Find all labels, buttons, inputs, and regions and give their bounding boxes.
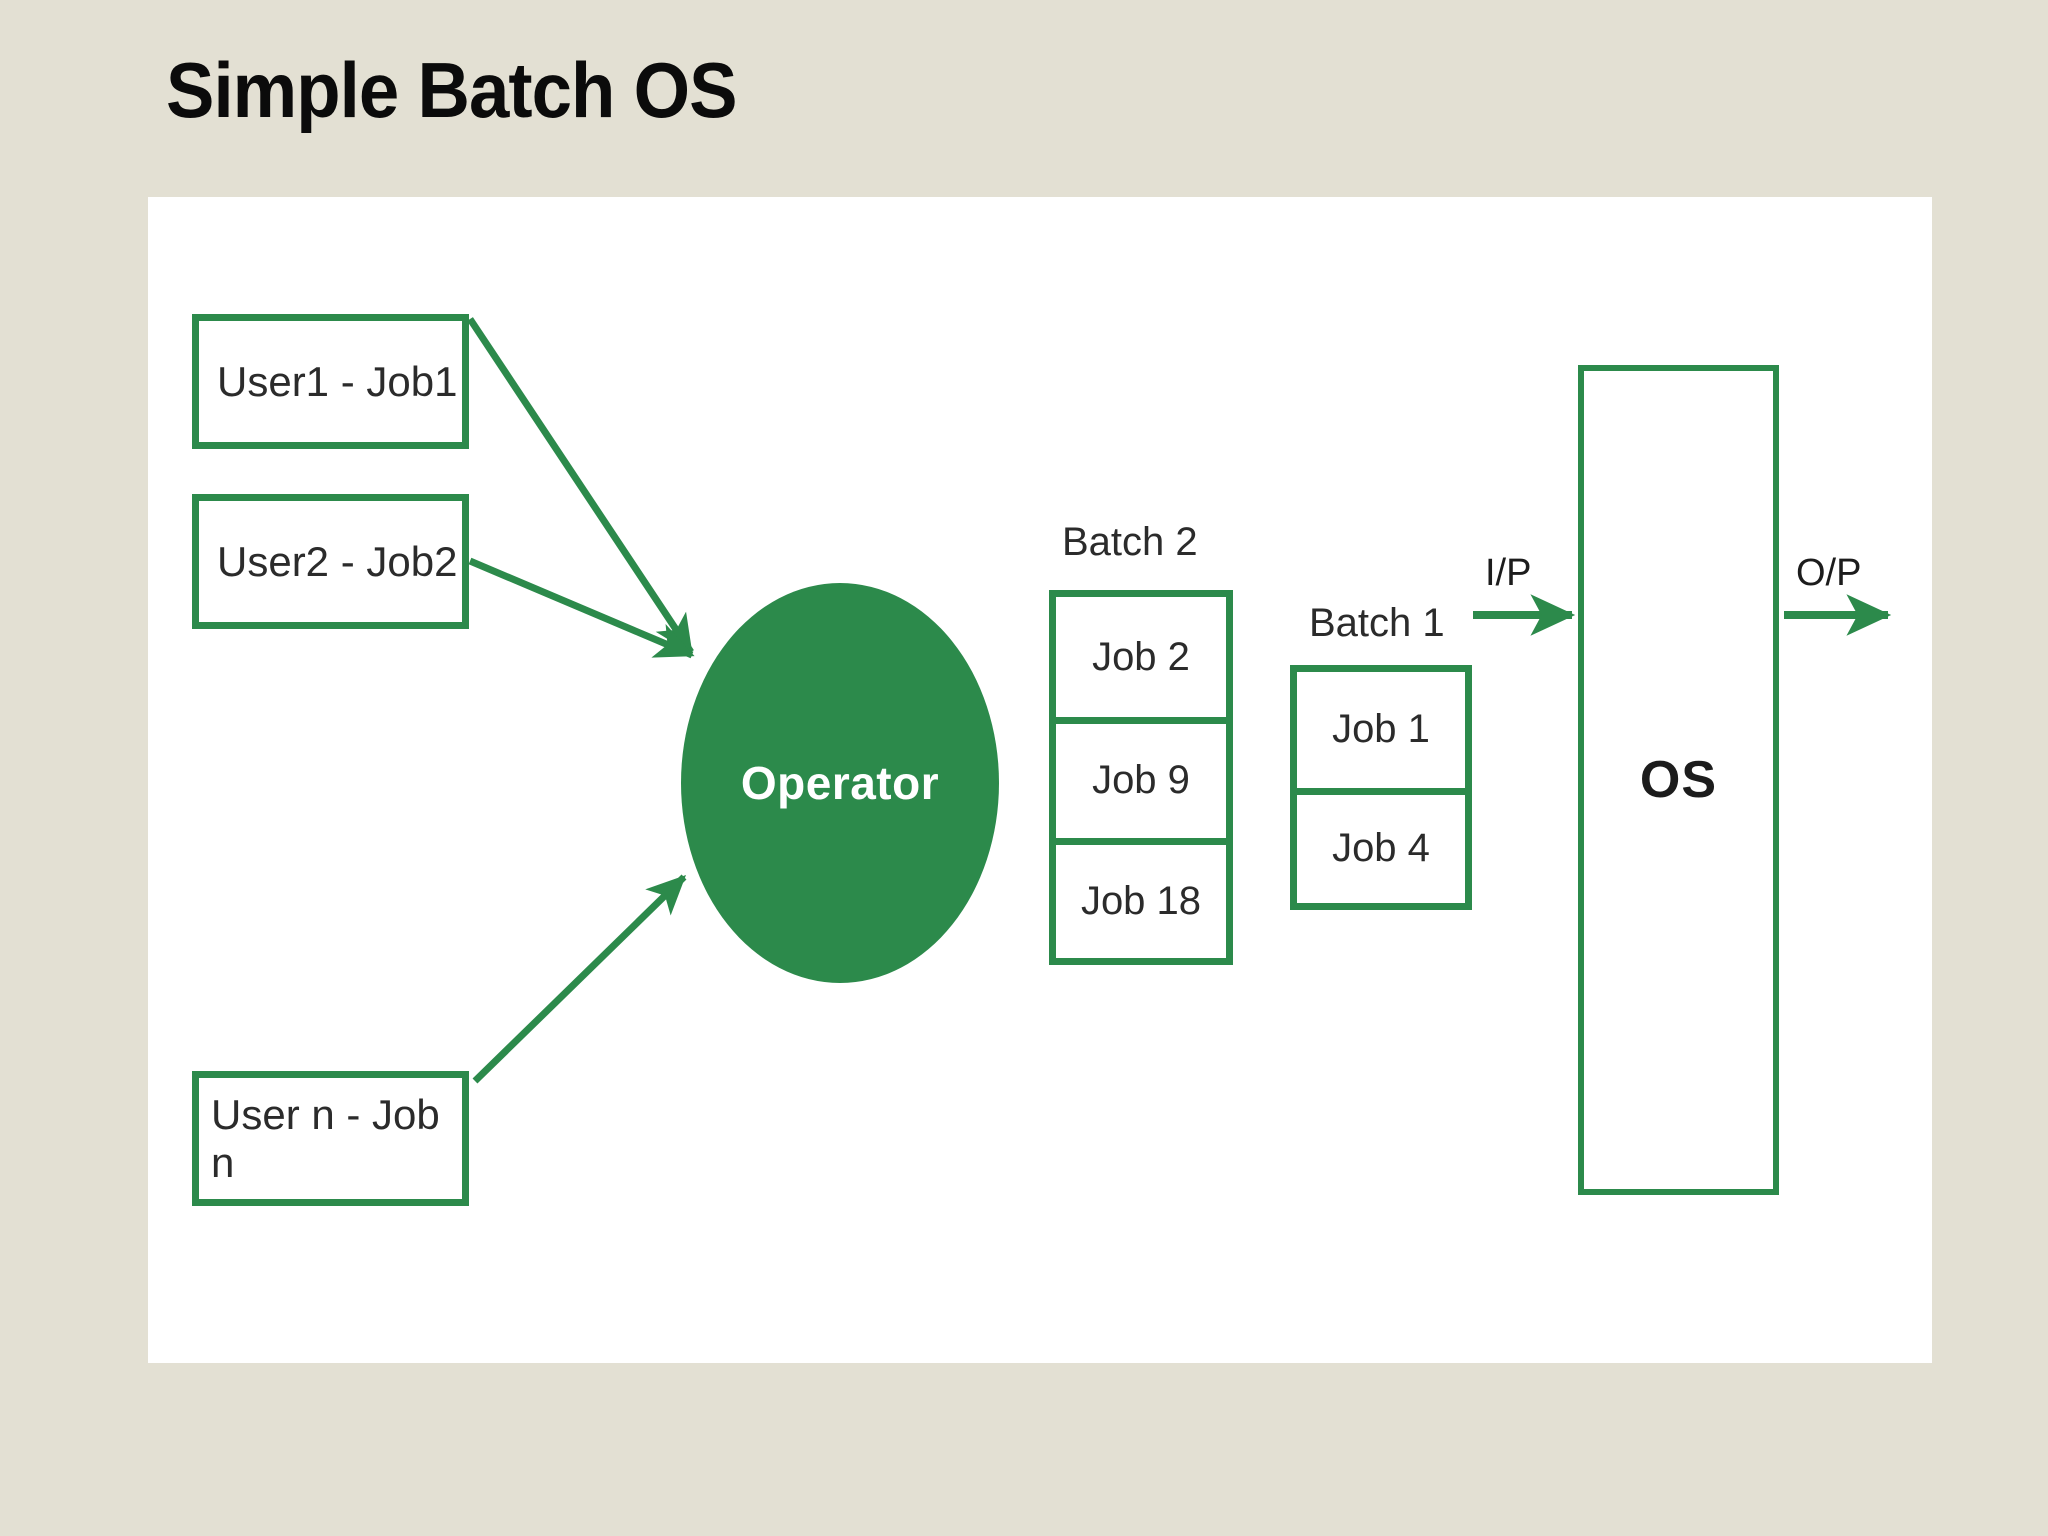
os-node[interactable]: OS <box>1578 365 1779 1195</box>
batch-2-job-label: Job 2 <box>1092 634 1190 679</box>
output-label: O/P <box>1796 552 1862 594</box>
batch-1-job-cell[interactable]: Job 4 <box>1297 787 1465 904</box>
user-box-1[interactable]: User1 - Job1 <box>192 314 469 449</box>
diagram-canvas: User1 - Job1 User2 - Job2 User n - Job n… <box>148 197 1932 1363</box>
input-label: I/P <box>1485 552 1532 594</box>
batch-1-job-label: Job 1 <box>1332 707 1430 752</box>
batch-2-job-label: Job 9 <box>1092 758 1190 803</box>
page-title: Simple Batch OS <box>166 46 737 134</box>
user-box-n-label: User n - Job n <box>211 1090 440 1186</box>
batch-2-job-label: Job 18 <box>1080 878 1202 923</box>
arrow-user1-to-operator <box>467 317 694 655</box>
batch-2-job-cell[interactable]: Job 18 <box>1056 837 1226 958</box>
user-box-1-label: User1 - Job1 <box>217 357 458 405</box>
operator-label: Operator <box>740 757 940 809</box>
user-box-2[interactable]: User2 - Job2 <box>192 494 469 629</box>
batch-1-job-label: Job 4 <box>1332 826 1430 871</box>
arrow-user2-to-operator <box>468 557 695 659</box>
batch-1-label: Batch 1 <box>1309 601 1445 645</box>
arrow-usern-to-operator <box>472 874 687 1084</box>
batch-2-job-cell[interactable]: Job 9 <box>1056 717 1226 837</box>
os-label: OS <box>1639 751 1718 809</box>
batch-2-stack[interactable]: Job 2 Job 9 Job 18 <box>1049 590 1233 965</box>
batch-1-stack[interactable]: Job 1 Job 4 <box>1290 665 1472 910</box>
batch-1-job-cell[interactable]: Job 1 <box>1297 672 1465 788</box>
user-box-n[interactable]: User n - Job n <box>192 1071 469 1206</box>
batch-2-label: Batch 2 <box>1062 520 1198 564</box>
batch-2-job-cell[interactable]: Job 2 <box>1056 597 1226 717</box>
operator-node[interactable]: Operator <box>681 583 999 983</box>
user-box-2-label: User2 - Job2 <box>217 537 458 585</box>
